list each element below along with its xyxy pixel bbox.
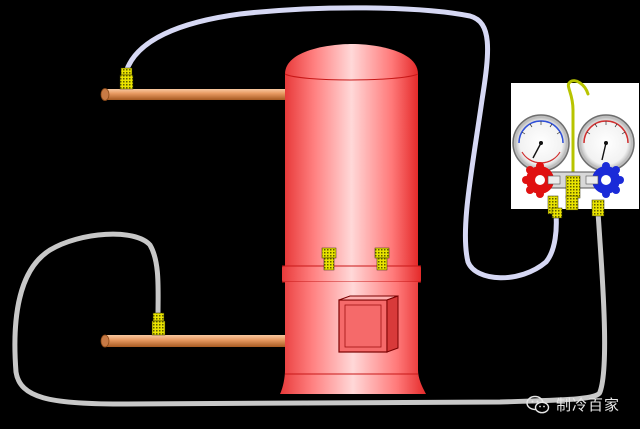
compressor-band xyxy=(282,266,421,282)
watermark-text: 制冷百家 xyxy=(555,396,620,414)
wechat-icon xyxy=(526,395,550,413)
compressor xyxy=(280,44,426,394)
bottom-hose xyxy=(12,209,608,407)
terminal-box xyxy=(338,295,399,353)
top-pipe-fitting xyxy=(119,67,134,90)
bottom-pipe-fitting xyxy=(151,312,166,336)
top-hose xyxy=(123,5,559,281)
service-port-left xyxy=(321,247,337,271)
high-pressure-gauge-icon xyxy=(577,114,635,172)
compressor-upper-shell xyxy=(285,44,418,268)
high-side-valve-knob-icon xyxy=(585,162,624,198)
manifold-port-fittings xyxy=(547,195,605,219)
manifold-gauge-set xyxy=(511,79,639,219)
watermark: 制冷百家 xyxy=(526,394,620,415)
hanger-hook-icon xyxy=(566,79,590,190)
top-copper-pipe xyxy=(100,87,308,105)
low-pressure-gauge-icon xyxy=(512,114,570,172)
bottom-copper-pipe xyxy=(100,332,309,352)
low-side-valve-knob-icon xyxy=(522,162,561,198)
service-port-right xyxy=(374,247,390,271)
